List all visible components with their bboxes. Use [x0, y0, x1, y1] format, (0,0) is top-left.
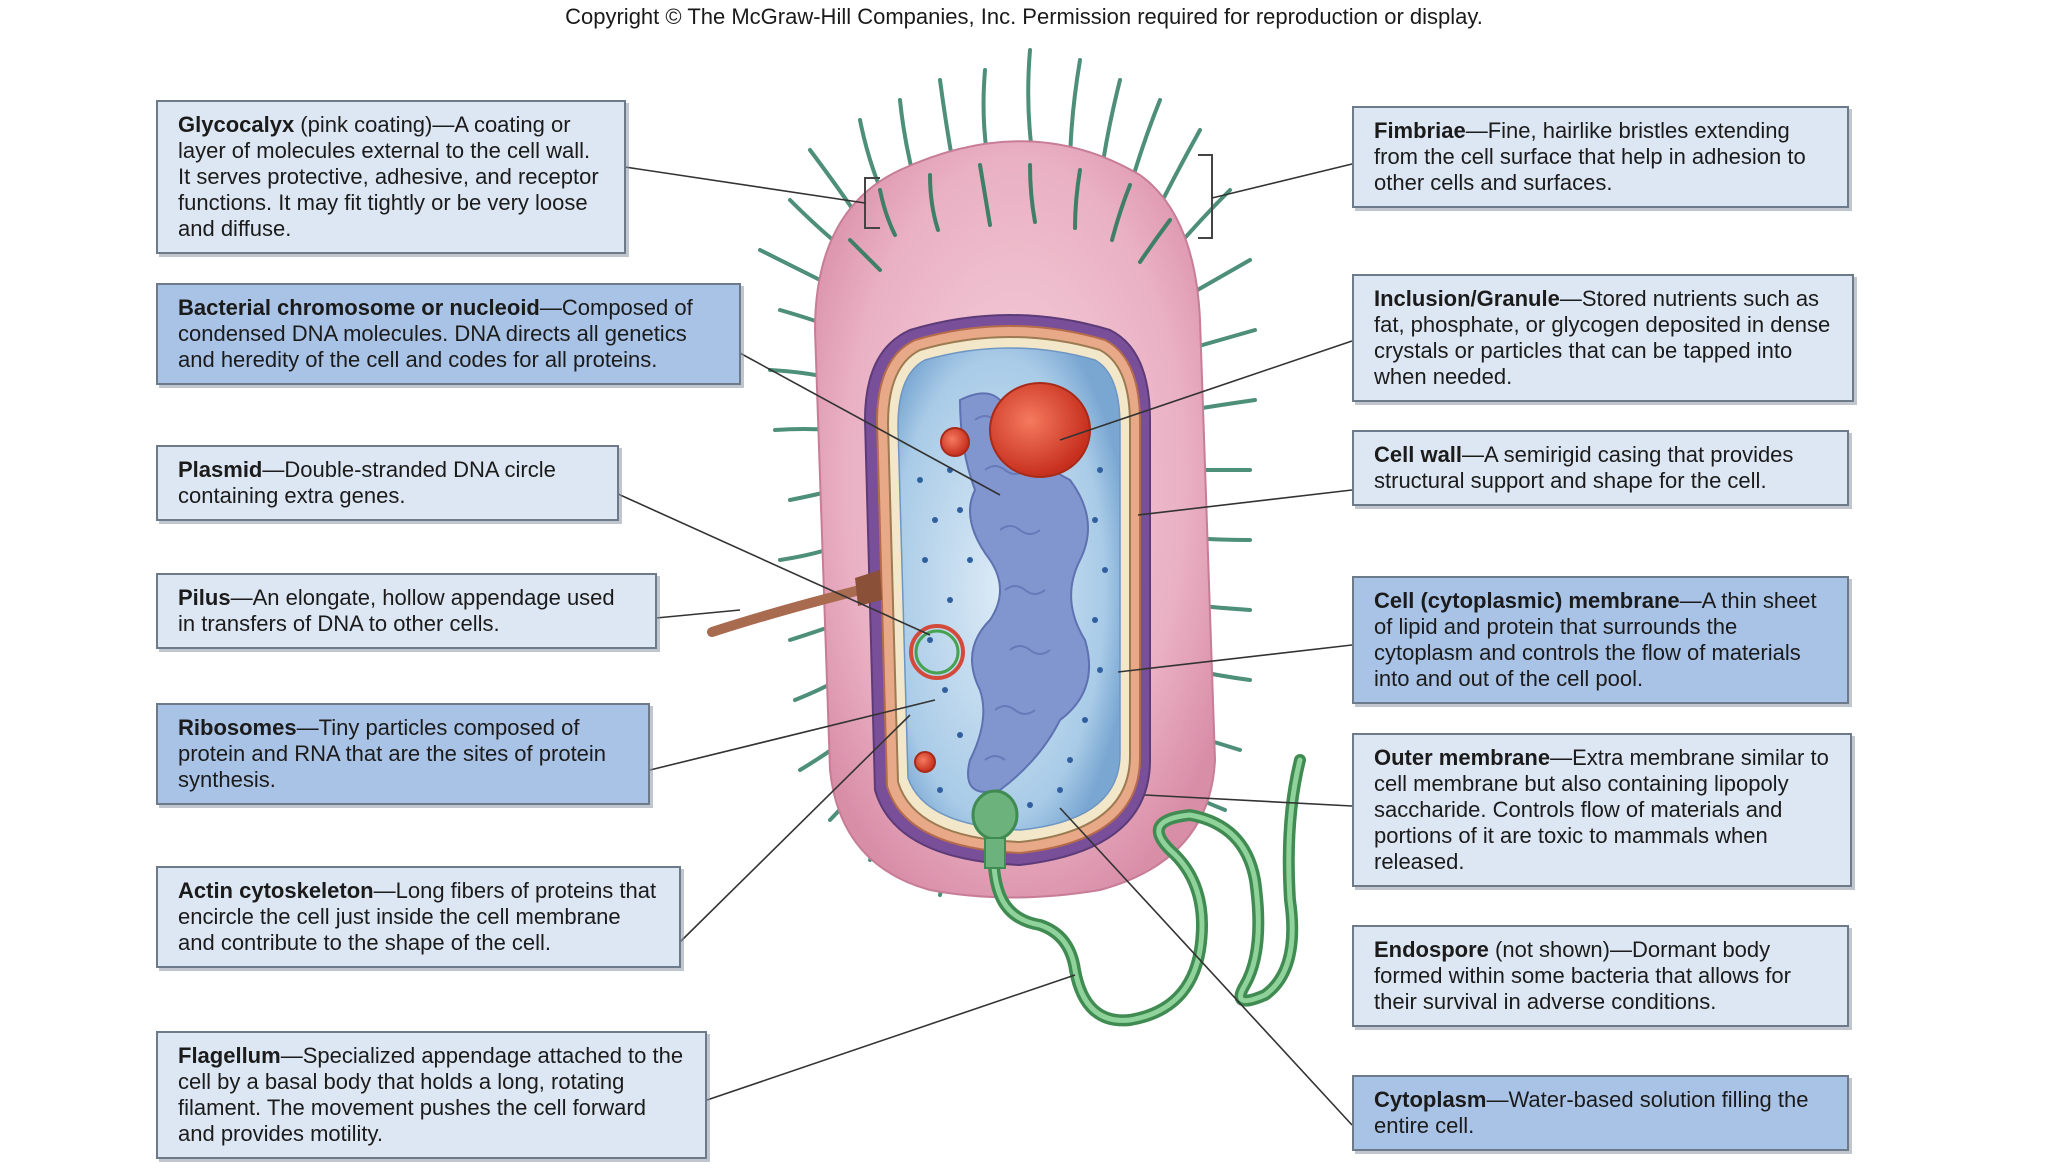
- label-endospore: Endospore (not shown)—Dormant body forme…: [1352, 925, 1849, 1027]
- desc-ribosomes: —Tiny particles composed of protein and …: [178, 715, 607, 792]
- label-glycocalyx: Glycocalyx (pink coating)—A coating or l…: [156, 100, 626, 254]
- label-plasmid: Plasmid—Double-stranded DNA circle conta…: [156, 445, 619, 521]
- label-cell-membrane: Cell (cytoplasmic) membrane—A thin sheet…: [1352, 576, 1849, 704]
- desc-chromosome: —Composed of condensed DNA molecules. DN…: [178, 295, 693, 372]
- ribosomes: [917, 467, 1108, 808]
- term-endospore: Endospore: [1374, 937, 1489, 962]
- desc-flagellum: —Specialized appendage attached to the c…: [178, 1043, 684, 1146]
- plasmid-ring: [909, 624, 965, 680]
- label-cell-wall: Cell wall—A semirigid casing that provid…: [1352, 430, 1849, 506]
- label-flagellum: Flagellum—Specialized appendage attached…: [156, 1031, 707, 1159]
- fimbriae-surface: [848, 163, 1172, 272]
- label-actin: Actin cytoskeleton—Long fibers of protei…: [156, 866, 681, 968]
- term-fimbriae: Fimbriae: [1374, 118, 1466, 143]
- term-glycocalyx: Glycocalyx: [178, 112, 295, 137]
- term-chromosome: Bacterial chromosome or nucleoid: [178, 295, 540, 320]
- desc-cell-membrane: —A thin sheet of lipid and protein that …: [1374, 588, 1817, 691]
- term-plasmid: Plasmid: [178, 457, 263, 482]
- desc-fimbriae: —Fine, hairlike bristles extending from …: [1374, 118, 1806, 195]
- term-flagellum: Flagellum: [178, 1043, 281, 1068]
- nucleoid: [958, 392, 1091, 793]
- desc-glycocalyx: —A coating or layer of molecules externa…: [178, 112, 599, 241]
- term-cytoplasm: Cytoplasm: [1374, 1087, 1487, 1112]
- label-pilus: Pilus—An elongate, hollow appendage used…: [156, 573, 657, 649]
- term-cell-membrane: Cell (cytoplasmic) membrane: [1374, 588, 1680, 613]
- term-outer-membrane: Outer membrane: [1374, 745, 1551, 770]
- term-pilus: Pilus: [178, 585, 231, 610]
- desc-cytoplasm: —Water-based solution filling the entire…: [1374, 1087, 1809, 1138]
- label-cytoplasm: Cytoplasm—Water-based solution filling t…: [1352, 1075, 1849, 1151]
- desc-plasmid: —Double-stranded DNA circle containing e…: [178, 457, 556, 508]
- label-ribosomes: Ribosomes—Tiny particles composed of pro…: [156, 703, 650, 805]
- flagellum-highlight: [990, 757, 1303, 1023]
- plasmid-ring-inner: [914, 629, 960, 675]
- term-actin: Actin cytoskeleton: [178, 878, 374, 903]
- label-chromosome: Bacterial chromosome or nucleoid—Compose…: [156, 283, 741, 385]
- term-ribosomes: Ribosomes: [178, 715, 297, 740]
- term-cell-wall: Cell wall: [1374, 442, 1463, 467]
- label-fimbriae: Fimbriae—Fine, hairlike bristles extendi…: [1352, 106, 1849, 208]
- qualifier-glycocalyx: (pink coating): [294, 112, 433, 137]
- flagellum-hook: [984, 837, 1006, 869]
- copyright-notice: Copyright © The McGraw-Hill Companies, I…: [565, 4, 1483, 29]
- pilus-base: [855, 570, 882, 606]
- fimbriae-bracket: [1198, 154, 1213, 239]
- qualifier-endospore: (not shown): [1488, 937, 1610, 962]
- small-granule-lower: [914, 751, 936, 773]
- pilus: [707, 583, 873, 637]
- small-granule: [940, 427, 970, 457]
- leader-lines: [617, 163, 1353, 1126]
- label-inclusion: Inclusion/Granule—Stored nutrients such …: [1352, 274, 1854, 402]
- desc-outer-membrane: —Extra membrane similar to cell membrane…: [1374, 745, 1829, 874]
- desc-endospore: —Dormant body formed within some bacteri…: [1374, 937, 1791, 1014]
- flagellum-basal-body: [971, 789, 1019, 841]
- desc-actin: —Long fibers of proteins that encircle t…: [178, 878, 657, 955]
- desc-cell-wall: —A semirigid casing that provides struct…: [1374, 442, 1794, 493]
- term-inclusion: Inclusion/Granule: [1374, 286, 1560, 311]
- desc-inclusion: —Stored nutrients such as fat, phosphate…: [1374, 286, 1831, 389]
- inclusion-granule: [989, 382, 1091, 478]
- label-outer-membrane: Outer membrane—Extra membrane similar to…: [1352, 733, 1852, 887]
- desc-pilus: —An elongate, hollow appendage used in t…: [178, 585, 615, 636]
